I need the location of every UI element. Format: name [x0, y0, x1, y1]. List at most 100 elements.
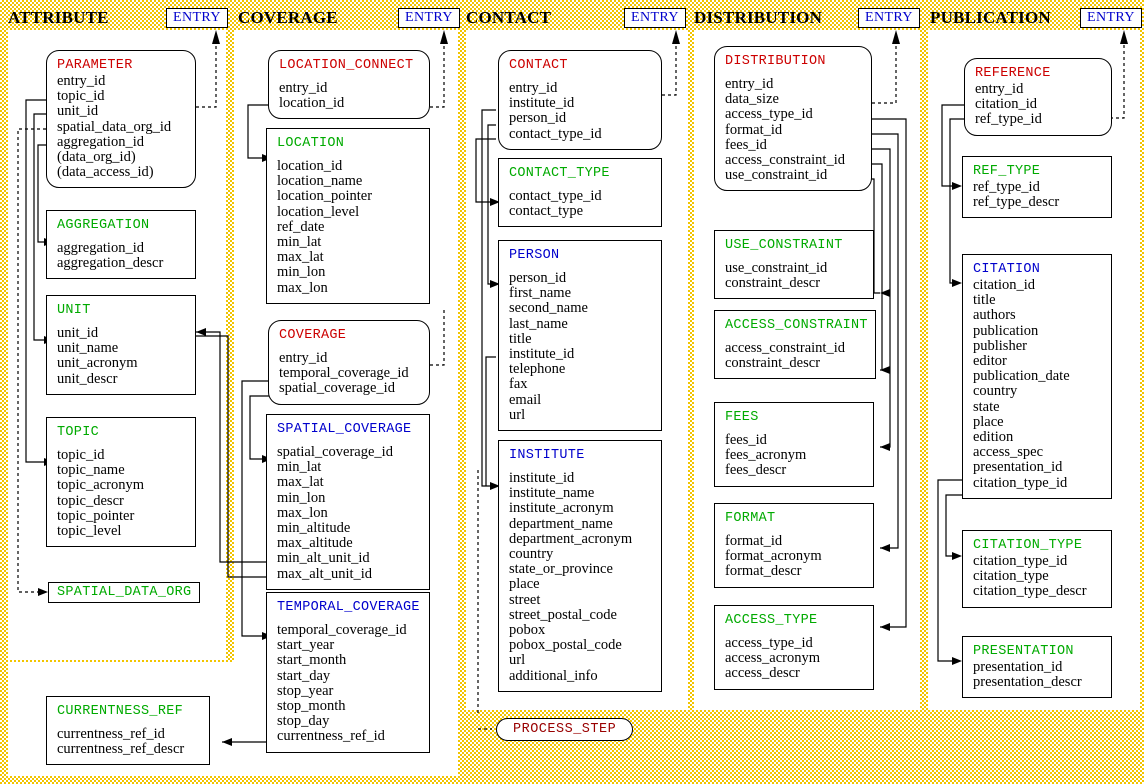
entity-title: TOPIC — [57, 425, 100, 440]
entry-link-distribution[interactable]: ENTRY — [858, 8, 920, 28]
entity-format[interactable]: FORMAT format_id format_acronym format_d… — [714, 503, 874, 588]
entity-access-constraint[interactable]: ACCESS_CONSTRAINT access_constraint_id c… — [714, 310, 876, 380]
entity-location-connect[interactable]: LOCATION_CONNECT entry_id location_id — [268, 50, 430, 120]
field: topic_id — [57, 447, 105, 463]
entity-aggregation[interactable]: AGGREGATION aggregation_id aggregation_d… — [46, 210, 196, 280]
field: max_altitude — [277, 535, 353, 552]
entity-title: DISTRIBUTION — [725, 54, 826, 69]
entry-link-attribute[interactable]: ENTRY — [166, 8, 228, 28]
field: max_lon — [277, 504, 328, 521]
field: contact_type_id — [509, 188, 602, 204]
field: institute_name — [509, 485, 595, 502]
entity-access-type[interactable]: ACCESS_TYPE access_type_id access_acrony… — [714, 605, 874, 690]
entity-distribution[interactable]: DISTRIBUTION entry_id data_size access_t… — [714, 46, 872, 192]
entity-title: TEMPORAL_COVERAGE — [277, 600, 420, 615]
entity-contact[interactable]: CONTACT entry_id institute_id person_id … — [498, 50, 662, 150]
field-list: spatial_coverage_id min_lat max_lat min_… — [277, 444, 420, 582]
group-title-distribution: DISTRIBUTION — [694, 8, 823, 27]
field: access_descr — [725, 665, 800, 682]
entity-currentness-ref[interactable]: CURRENTNESS_REF currentness_ref_id curre… — [46, 696, 210, 766]
field: fees_acronym — [725, 447, 807, 464]
field: first_name — [509, 285, 572, 302]
field: url — [509, 652, 526, 669]
field: edition — [973, 429, 1014, 446]
entity-title: PERSON — [509, 248, 560, 263]
field: ref_date — [277, 218, 325, 235]
field: temporal_coverage_id — [277, 622, 407, 638]
field-list: fees_id fees_acronym fees_descr — [725, 432, 864, 479]
field: institute_id — [509, 470, 575, 486]
field: aggregation_descr — [57, 255, 164, 272]
field: min_alt_unit_id — [277, 550, 370, 567]
field: spatial_coverage_id — [277, 444, 393, 460]
entity-citation-type[interactable]: CITATION_TYPE citation_type_id citation_… — [962, 530, 1112, 608]
field-list: temporal_coverage_id start_year start_mo… — [277, 622, 420, 745]
field: start_month — [277, 652, 347, 669]
field: person_id — [509, 110, 567, 127]
field: title — [973, 292, 996, 309]
field: start_day — [277, 667, 331, 684]
entity-institute[interactable]: INSTITUTE institute_id institute_name in… — [498, 440, 662, 692]
field: state — [973, 398, 1000, 415]
field-list: citation_type_id citation_type citation_… — [973, 553, 1102, 600]
entity-contact-type[interactable]: CONTACT_TYPE contact_type_id contact_typ… — [498, 158, 662, 228]
entry-link-coverage[interactable]: ENTRY — [398, 8, 460, 28]
field: citation_type_id — [973, 474, 1068, 491]
entity-topic[interactable]: TOPIC topic_id topic_name topic_acronym … — [46, 417, 196, 548]
entity-spatial-coverage[interactable]: SPATIAL_COVERAGE spatial_coverage_id min… — [266, 414, 430, 590]
field: access_constraint_id — [725, 340, 845, 356]
entity-citation[interactable]: CITATION citation_id title authors publi… — [962, 254, 1112, 499]
field: entry_id — [279, 350, 328, 366]
field: entry_id — [725, 76, 774, 92]
entity-location[interactable]: LOCATION location_id location_name locat… — [266, 128, 430, 304]
entity-person[interactable]: PERSON person_id first_name second_name … — [498, 240, 662, 432]
entity-ref-type[interactable]: REF_TYPE ref_type_id ref_type_descr — [962, 156, 1112, 219]
entity-spatial-data-org[interactable]: SPATIAL_DATA_ORG — [48, 582, 201, 603]
entity-unit[interactable]: UNIT unit_id unit_name unit_acronym unit… — [46, 295, 196, 395]
field-list: access_constraint_id constraint_descr — [725, 340, 866, 371]
entity-title: USE_CONSTRAINT — [725, 238, 843, 253]
entity-reference[interactable]: REFERENCE entry_id citation_id ref_type_… — [964, 58, 1112, 136]
field: min_altitude — [277, 520, 351, 537]
entity-fees[interactable]: FEES fees_id fees_acronym fees_descr — [714, 402, 874, 487]
field-list: location_id location_name location_point… — [277, 158, 420, 296]
field: citation_type_id — [973, 553, 1068, 569]
field: access_spec — [973, 444, 1044, 461]
entity-use-constraint[interactable]: USE_CONSTRAINT use_constraint_id constra… — [714, 230, 874, 300]
field: entry_id — [279, 80, 328, 96]
entity-presentation[interactable]: PRESENTATION presentation_id presentatio… — [962, 636, 1112, 699]
entity-title: FORMAT — [725, 511, 776, 526]
entity-title: ACCESS_CONSTRAINT — [725, 318, 868, 333]
field-list: format_id format_acronym format_descr — [725, 533, 864, 580]
entity-parameter[interactable]: PARAMETER entry_id topic_id unit_id spat… — [46, 50, 196, 189]
entity-title: SPATIAL_COVERAGE — [277, 422, 412, 437]
field: country — [509, 546, 554, 563]
field: access_acronym — [725, 650, 821, 667]
field: topic_name — [57, 462, 125, 479]
entity-process-step[interactable]: PROCESS_STEP — [496, 718, 634, 741]
field: (data_org_id) — [57, 149, 136, 166]
field-list: entry_id institute_id person_id contact_… — [509, 80, 652, 142]
field: publisher — [973, 337, 1027, 354]
field: presentation_id — [973, 459, 1063, 476]
field: unit_acronym — [57, 355, 138, 372]
field: min_lon — [277, 264, 326, 281]
field: state_or_province — [509, 561, 613, 578]
field-list: citation_id title authors publication pu… — [973, 277, 1102, 491]
field: format_id — [725, 533, 783, 549]
entity-coverage[interactable]: COVERAGE entry_id temporal_coverage_id s… — [268, 320, 430, 405]
field: topic_pointer — [57, 507, 135, 524]
field: min_lon — [277, 489, 326, 506]
field-list: entry_id data_size access_type_id format… — [725, 76, 862, 183]
entity-title: INSTITUTE — [509, 448, 585, 463]
field: spatial_data_org_id — [57, 118, 172, 135]
field: authors — [973, 307, 1016, 324]
field: aggregation_id — [57, 133, 144, 150]
field: location_level — [277, 203, 360, 220]
field: currentness_ref_descr — [57, 741, 185, 758]
entry-link-publication[interactable]: ENTRY — [1080, 8, 1142, 28]
entity-temporal-coverage[interactable]: TEMPORAL_COVERAGE temporal_coverage_id s… — [266, 592, 430, 753]
entry-link-contact[interactable]: ENTRY — [624, 8, 686, 28]
field: location_name — [277, 173, 363, 190]
field-list: entry_id location_id — [279, 80, 420, 111]
